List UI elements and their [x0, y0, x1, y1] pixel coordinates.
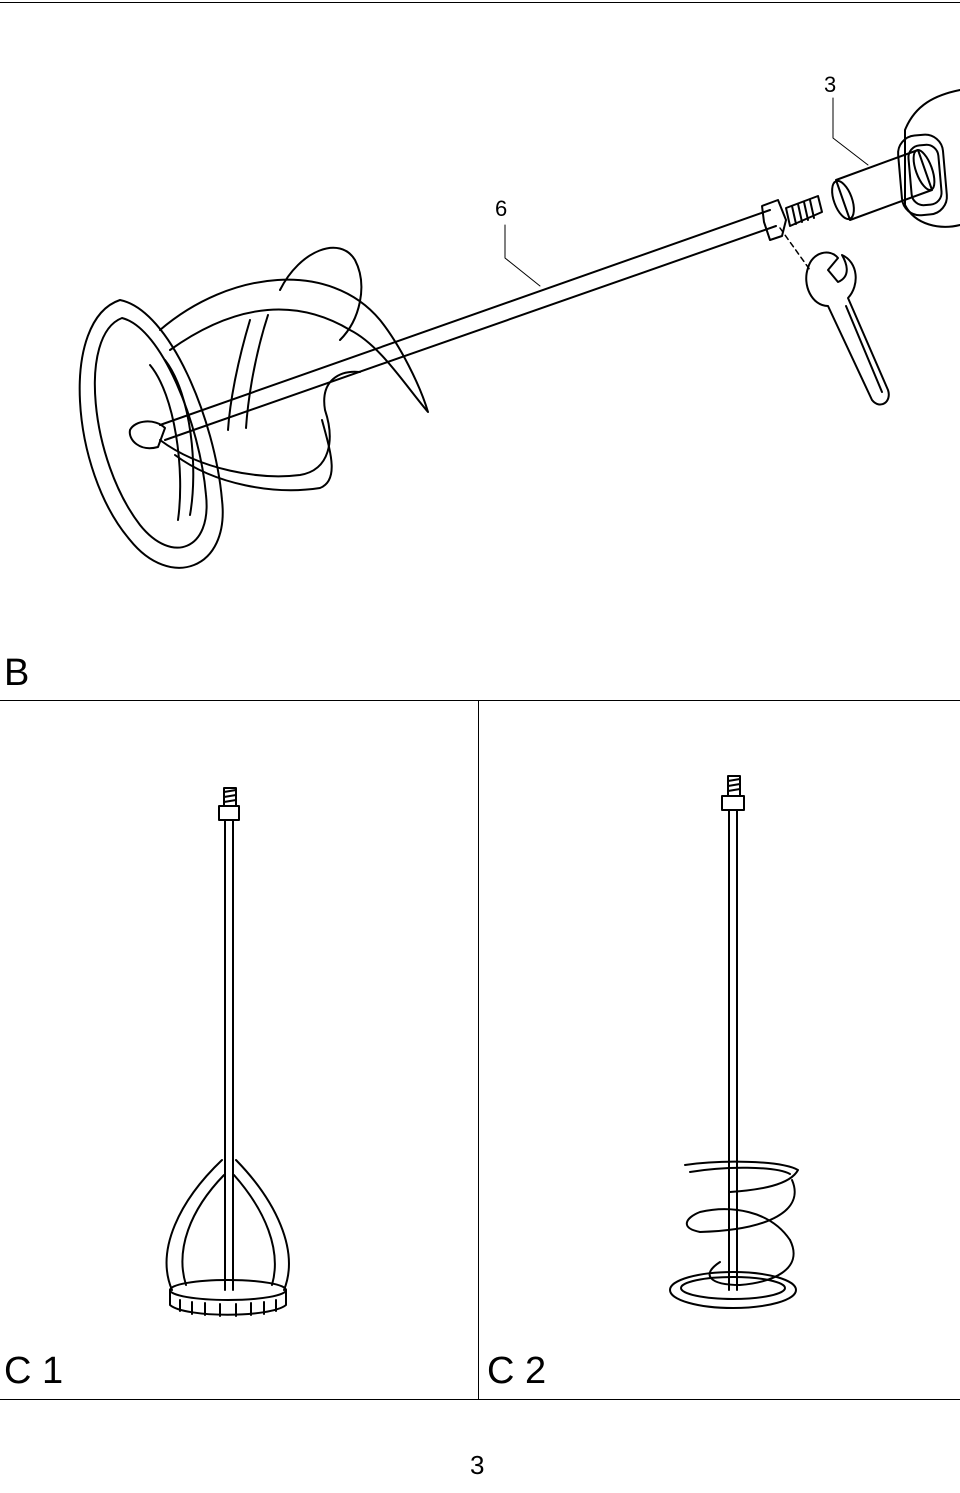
c2-spiral-middle: [685, 1179, 796, 1241]
spanner-wrench: [805, 251, 890, 406]
paddle-inner-ring: [93, 317, 208, 549]
c2-base-ring-inner: [680, 1276, 786, 1300]
c2-spiral-top: [684, 1160, 799, 1193]
paddle-spoke-3: [227, 319, 251, 431]
paddle-spoke-1: [149, 364, 182, 521]
c2-base-ring-outer: [669, 1271, 797, 1309]
callout-shaft-number: 6: [495, 196, 508, 221]
page-number: 3: [470, 1450, 485, 1480]
c1-paddle-left-arm: [165, 1159, 225, 1291]
figure-c-bottom-rule: [0, 1399, 960, 1400]
paddle-spoke-2: [164, 359, 195, 516]
c1-paddle-right-arm: [233, 1159, 290, 1291]
shaft-thread: [785, 195, 823, 227]
paddle-blade-upper: [159, 278, 429, 413]
figure-b-drawing: [78, 89, 960, 569]
tool-housing: [904, 89, 960, 228]
c1-base-ring: [169, 1289, 287, 1316]
paddle-hub: [128, 420, 166, 450]
callout-leader-chuck: [832, 97, 869, 166]
paddle-spoke-4: [245, 314, 269, 429]
figure-c1-label: C 1: [4, 1350, 64, 1392]
figure-c2-label: C 2: [487, 1350, 547, 1392]
c2-hex-nut: [721, 795, 745, 811]
figure-c-divider: [478, 700, 479, 1400]
paddle-blade-top-loop: [279, 246, 363, 341]
paddle-blade-lower-2: [174, 419, 333, 492]
figure-b-label: B: [4, 652, 30, 694]
callout-chuck-number: 3: [824, 72, 837, 97]
callout-leader-shaft: [504, 224, 541, 287]
c2-shaft: [728, 809, 738, 1291]
figure-b-bottom-rule: [0, 700, 960, 701]
c1-shaft: [224, 819, 234, 1291]
paddle-outer-ring: [78, 299, 224, 569]
alignment-dashes: [779, 227, 811, 271]
shaft: [159, 209, 777, 441]
top-rule: [0, 2, 960, 3]
c1-hex-nut: [218, 805, 240, 821]
shaft-hex-nut: [761, 199, 787, 241]
